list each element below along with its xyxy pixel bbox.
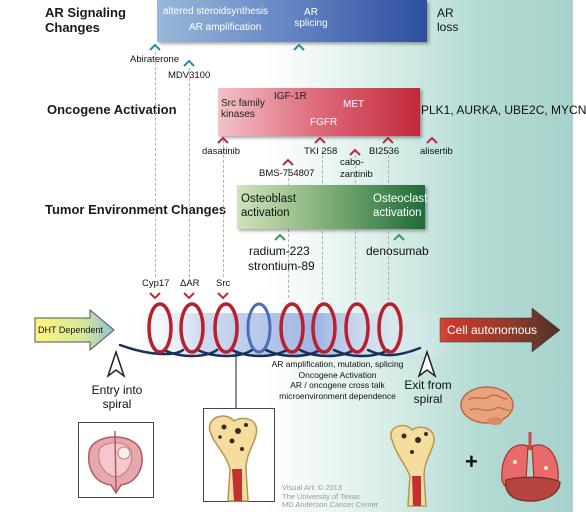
mechanism-line: AR amplification, mutation, splicing	[271, 359, 404, 369]
exit-pointer	[417, 349, 437, 379]
mechanism-line: AR / oncogene cross talk	[290, 380, 385, 390]
spiral	[106, 302, 437, 408]
credit-line: The University of Texas	[282, 491, 360, 501]
credit-line: MD Anderson Cancer Center	[282, 500, 379, 509]
bone-metastasis-image	[203, 408, 275, 502]
brain-icon	[460, 386, 514, 425]
fgfr-label: FGFR	[310, 117, 338, 128]
splicing-chevron	[293, 43, 305, 51]
ar-loss-label: AR loss	[437, 6, 459, 34]
guide-line	[288, 168, 289, 298]
alisertib-label: alisertib	[420, 146, 453, 157]
radium-chevron	[274, 233, 286, 241]
dar-chevron	[183, 292, 195, 300]
entry-pointer	[106, 349, 126, 379]
mdv3100-label: MDV3100	[168, 70, 211, 81]
igf1r-label: IGF-1R	[274, 91, 307, 102]
tki258-label: TKI 258	[304, 146, 338, 157]
spiral-loop-blue	[246, 302, 272, 354]
denosumab-label: denosumab	[366, 244, 429, 258]
cabozantinib-label: cabo-zantinib	[340, 157, 373, 180]
prostate-image	[78, 422, 154, 498]
lungs-liver-icon	[501, 432, 561, 502]
oncogene-activation-title: Oncogene Activation	[47, 102, 177, 117]
ar-signaling-title: AR Signaling Changes	[45, 5, 126, 35]
osteoclast-label: Osteoclast activation	[373, 193, 428, 219]
tki258-chevron	[314, 136, 326, 144]
guide-line	[189, 68, 190, 277]
abiraterone-chevron	[149, 43, 161, 51]
bone-right-icon	[390, 424, 435, 507]
guide-line	[155, 52, 156, 277]
ar-splicing-label: AR splicing	[294, 7, 328, 29]
prostate-icon	[87, 430, 143, 495]
credit-text: Visual Art: © 2013 The University of Tex…	[282, 483, 379, 510]
mechanism-line: microenvironment dependence	[279, 390, 396, 401]
src-label: Src	[216, 278, 231, 289]
abiraterone-label: Abiraterone	[130, 54, 180, 65]
cell-autonomous-label: Cell autonomous	[447, 323, 538, 337]
bms-chevron	[282, 158, 294, 166]
src-chevron	[217, 292, 229, 300]
dasatinib-label: dasatinib	[202, 146, 241, 157]
bms754807-label: BMS-754807	[259, 168, 315, 179]
src-family-label: Src family kinases	[221, 98, 265, 120]
bi2536-label: BI2536	[369, 146, 400, 157]
delta-ar-label: ΔAR	[180, 278, 200, 289]
ar-steroid-label: altered steroidsynthesis	[163, 6, 269, 17]
metastasis-organs	[390, 386, 561, 507]
spiral-back	[118, 343, 422, 358]
mechanisms-text: AR amplification, mutation, splicing Onc…	[260, 359, 415, 401]
radium223-label: radium-223	[249, 244, 310, 258]
bone-icon	[208, 415, 258, 502]
bi2536-chevron	[382, 136, 394, 144]
tumor-environment-band: Osteoblast activation Osteoclast activat…	[237, 185, 427, 229]
alisertib-chevron	[426, 136, 438, 144]
mdv3100-chevron	[183, 59, 195, 67]
dasatinib-chevron	[217, 136, 229, 144]
oncogene-band: Src family kinases IGF-1R MET FGFR	[218, 88, 420, 136]
dht-arrow	[34, 308, 115, 352]
osteoblast-label: Osteoblast activation	[241, 193, 296, 219]
inhibitor-markers	[149, 43, 438, 300]
cell-autonomous-arrow	[439, 307, 561, 353]
dht-dependent-label: DHT Dependent	[38, 325, 103, 335]
plk-aurka-label: PLK1, AURKA, UBE2C, MYCN	[421, 103, 586, 117]
credit-line: Visual Art: © 2013	[282, 483, 343, 492]
cyp17-label: Cyp17	[142, 278, 170, 289]
plus-sign: +	[465, 449, 478, 474]
spiral-front	[147, 302, 403, 354]
ar-signaling-band: altered steroidsynthesis AR amplificatio…	[157, 0, 427, 42]
mechanism-line: Oncogene Activation	[298, 369, 377, 380]
ar-amplification-label: AR amplification	[189, 22, 262, 33]
entry-into-spiral-label: Entry into spiral	[91, 383, 143, 411]
denosumab-chevron	[393, 233, 405, 241]
guide-line	[223, 140, 224, 277]
cabozantinib-chevron	[349, 148, 361, 156]
met-label: MET	[343, 99, 365, 110]
cyp17-chevron	[149, 292, 161, 300]
tumor-environment-title: Tumor Environment Changes	[45, 202, 227, 217]
exit-from-spiral-label: Exit from spiral	[404, 378, 452, 406]
strontium89-label: strontium-89	[248, 259, 315, 273]
